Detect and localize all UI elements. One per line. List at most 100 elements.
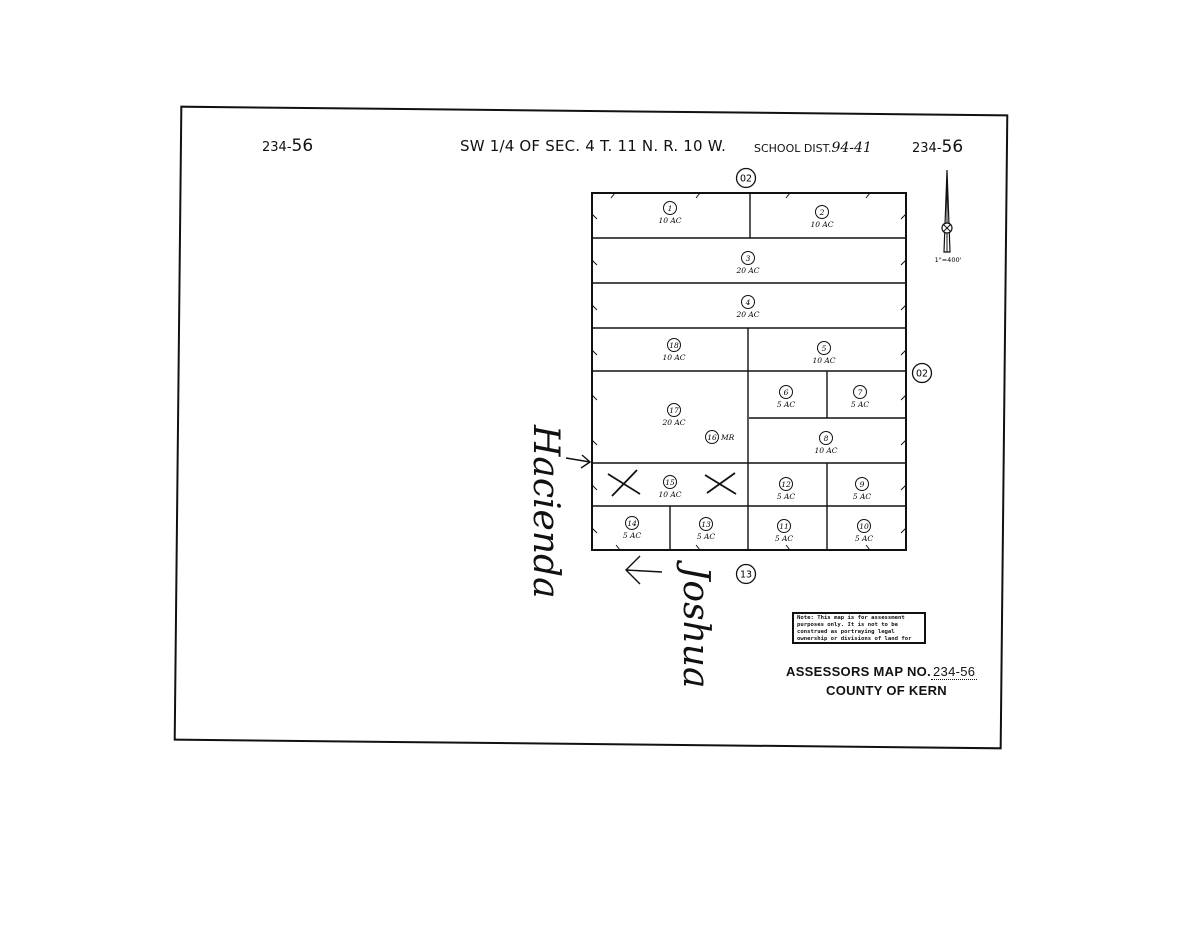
parcel-area: 20 AC bbox=[661, 418, 685, 427]
parcel-number: 18 bbox=[669, 341, 679, 350]
parcel-12: 12 5 AC bbox=[777, 477, 796, 501]
adjacent-map-top-label: 02 bbox=[740, 174, 752, 185]
map-number-right-prefix: 234- bbox=[912, 141, 942, 156]
parcel-area: 10 AC bbox=[662, 353, 685, 362]
parcel-area: 5 AC bbox=[777, 492, 796, 501]
arrow-hacienda-icon bbox=[565, 454, 592, 469]
parcel-number-circle bbox=[857, 519, 871, 533]
adjacent-map-bottom: 13 bbox=[735, 563, 757, 585]
parcel-area: 10 AC bbox=[814, 446, 837, 455]
parcel-number-circle bbox=[855, 477, 869, 491]
adjacent-map-right: 02 bbox=[911, 362, 933, 384]
adjacent-map-right-label: 02 bbox=[916, 369, 928, 380]
handwritten-arrows bbox=[565, 454, 663, 585]
adjacent-map-top: 02 bbox=[735, 167, 757, 189]
parcel-13: 13 5 AC bbox=[697, 517, 716, 541]
arrow-joshua-icon bbox=[625, 555, 663, 585]
parcel-area: 5 AC bbox=[697, 532, 716, 541]
lot-lines bbox=[592, 193, 906, 550]
parcel-number: 12 bbox=[781, 480, 791, 489]
handwritten-x-marks bbox=[607, 469, 737, 497]
adjacent-map-right-circle bbox=[911, 362, 933, 384]
parcel-7: 7 5 AC bbox=[851, 385, 870, 409]
parcel-number: 15 bbox=[665, 478, 675, 487]
parcel-number: 8 bbox=[824, 434, 829, 443]
parcel-1: 110 AC bbox=[658, 201, 682, 225]
parcel-area: 5 AC bbox=[775, 534, 794, 543]
map-number-left-suffix: 56 bbox=[291, 136, 314, 156]
parcel-area: 20 AC bbox=[735, 310, 759, 319]
county-name: COUNTY OF KERN bbox=[826, 683, 947, 698]
adjacent-map-top-circle bbox=[735, 167, 757, 189]
assessors-map-number: ASSESSORS MAP NO.234-56 bbox=[786, 664, 978, 680]
map-title: SW 1/4 OF SEC. 4 T. 11 N. R. 10 W. bbox=[460, 137, 727, 155]
parcel-8: 8 10 AC bbox=[814, 431, 838, 455]
parcel-14: 145 AC bbox=[623, 516, 641, 540]
assessors-map-value: 234-56 bbox=[931, 664, 978, 680]
parcel-number: 9 bbox=[860, 480, 865, 489]
parcel-number: 16 bbox=[707, 433, 717, 442]
adjacent-map-bottom-circle bbox=[735, 563, 757, 585]
parcel-number: 6 bbox=[784, 388, 789, 397]
parcel-area: 10 AC bbox=[658, 216, 681, 225]
parcel-18: 18 10 AC bbox=[662, 338, 686, 362]
parcel-number-circle bbox=[663, 201, 677, 215]
adjacent-map-bottom-label: 13 bbox=[740, 570, 752, 581]
parcel-area: 10 AC bbox=[658, 490, 681, 499]
parcel-number: 2 bbox=[819, 208, 825, 217]
parcel-number: 3 bbox=[746, 254, 751, 263]
map-number-right-suffix: 56 bbox=[941, 137, 964, 157]
parcel-number-circle bbox=[853, 385, 867, 399]
parcel-area: 10 AC bbox=[810, 220, 833, 229]
handwritten-joshua: Joshua bbox=[675, 559, 716, 688]
parcel-area: 20 AC bbox=[735, 266, 759, 275]
parcel-number-circle bbox=[777, 519, 791, 533]
parcel-10: 105 AC bbox=[855, 519, 873, 543]
parcel-11: 11 5 AC bbox=[775, 519, 794, 543]
map-number-left: 234-56 bbox=[262, 136, 313, 156]
assessment-note: Note: This map is for assessment purpose… bbox=[792, 612, 926, 644]
parcel-3: 3 20 AC bbox=[735, 251, 760, 275]
parcel-6: 6 5 AC bbox=[777, 385, 796, 409]
north-arrow-icon bbox=[941, 169, 953, 253]
parcel-number-circle bbox=[625, 516, 639, 530]
school-district-label: SCHOOL DIST. bbox=[754, 142, 832, 155]
parcel-number: 10 bbox=[859, 522, 869, 531]
parcel-number-circle bbox=[699, 517, 713, 531]
parcel-9: 9 5 AC bbox=[853, 477, 872, 501]
parcel-number: 13 bbox=[701, 520, 711, 529]
parcel-number: 4 bbox=[745, 298, 751, 307]
scale-label: 1"=400' bbox=[935, 256, 962, 264]
parcel-number-circle bbox=[819, 431, 833, 445]
x-mark-right bbox=[704, 472, 737, 495]
parcel-number-circle bbox=[741, 295, 755, 309]
parcel-number-circle bbox=[663, 475, 677, 489]
school-district-value: 94-41 bbox=[831, 140, 872, 156]
parcel-number-circle bbox=[667, 338, 681, 352]
parcel-area: 5 AC bbox=[853, 492, 872, 501]
map-number-right: 234-56 bbox=[912, 137, 963, 157]
parcel-number-circle bbox=[779, 477, 793, 491]
parcel-area: MR bbox=[720, 433, 735, 442]
parcel-5: 510 AC bbox=[812, 341, 836, 365]
parcel-number: 14 bbox=[627, 519, 637, 528]
parcel-2: 2 10 AC bbox=[810, 205, 834, 229]
parcel-15: 15 10 AC bbox=[658, 475, 682, 499]
parcel-number-circle bbox=[815, 205, 829, 219]
handwritten-hacienda: Hacienda bbox=[525, 424, 566, 599]
map-number-left-prefix: 234- bbox=[262, 140, 292, 155]
x-mark-left bbox=[607, 469, 641, 497]
parcel-number: 7 bbox=[858, 388, 863, 397]
parcel-number-circle bbox=[817, 341, 831, 355]
parcel-area: 5 AC bbox=[851, 400, 870, 409]
parcel-number: 11 bbox=[779, 522, 789, 531]
school-district: SCHOOL DIST.94-41 bbox=[754, 140, 872, 156]
assessors-map-label: ASSESSORS MAP NO. bbox=[786, 664, 932, 679]
parcel-number-circle bbox=[779, 385, 793, 399]
parcel-area: 5 AC bbox=[777, 400, 796, 409]
parcel-number-circle bbox=[741, 251, 755, 265]
parcel-number-circle bbox=[667, 403, 681, 417]
